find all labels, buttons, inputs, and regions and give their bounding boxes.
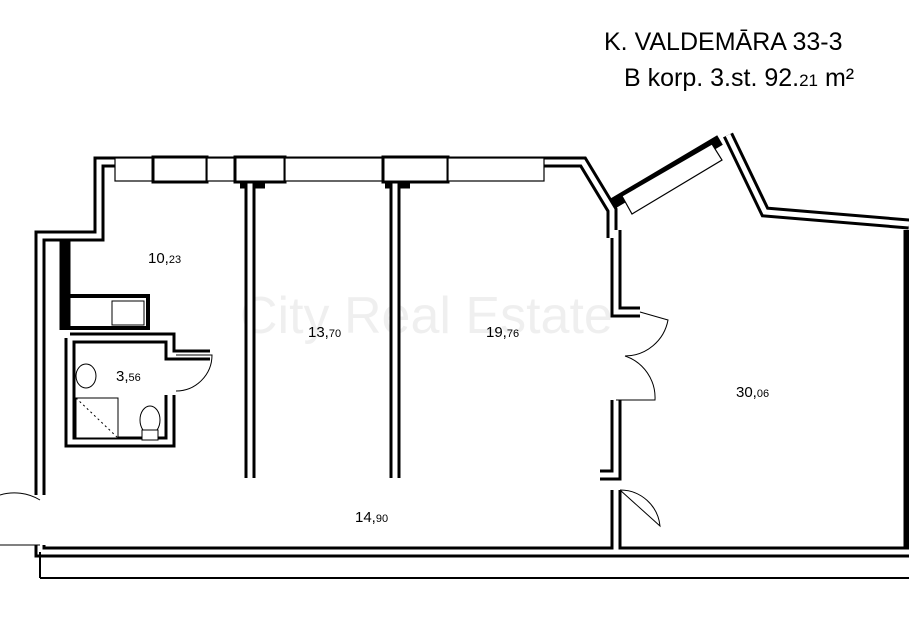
sink-icon — [111, 300, 145, 326]
room-area-kitchen: 10,23 — [148, 250, 182, 267]
window-frame — [151, 155, 209, 184]
window — [206, 157, 236, 182]
entrance-door[interactable] — [0, 492, 41, 546]
bathroom-door[interactable] — [175, 354, 213, 392]
toilet-tank — [141, 429, 159, 441]
room-area-hall: 14,90 — [355, 509, 389, 526]
door-lower[interactable] — [616, 355, 656, 401]
building-subtitle: B korp. 3.st. 92.21 m² — [624, 64, 909, 93]
doors — [0, 311, 669, 546]
window-frame — [233, 155, 287, 184]
room-area-room3: 30,06 — [736, 384, 770, 401]
door-upper[interactable] — [624, 311, 669, 357]
shower-icon — [75, 397, 119, 439]
area-unit: m² — [818, 64, 855, 92]
window — [447, 157, 545, 182]
window — [114, 157, 154, 182]
room-area-room2: 19,76 — [486, 324, 520, 341]
washbasin-icon — [75, 363, 97, 389]
window — [284, 157, 384, 182]
fixtures — [66, 294, 161, 441]
building-label: B korp. 3.st. 92. — [624, 64, 800, 92]
room-area-room1: 13,70 — [308, 324, 342, 341]
windows — [114, 143, 723, 215]
bay-window — [621, 143, 723, 215]
window-frame — [381, 155, 450, 184]
walls — [34, 132, 909, 579]
door-hall[interactable] — [619, 489, 661, 528]
address-title: K. VALDEMĀRA 33-3 — [604, 28, 843, 56]
room-area-bathroom: 3,56 — [116, 368, 141, 385]
kitchen-counter — [66, 294, 150, 330]
watermark: City Real Estate — [240, 287, 613, 345]
total-area-decimal: 21 — [799, 71, 819, 90]
